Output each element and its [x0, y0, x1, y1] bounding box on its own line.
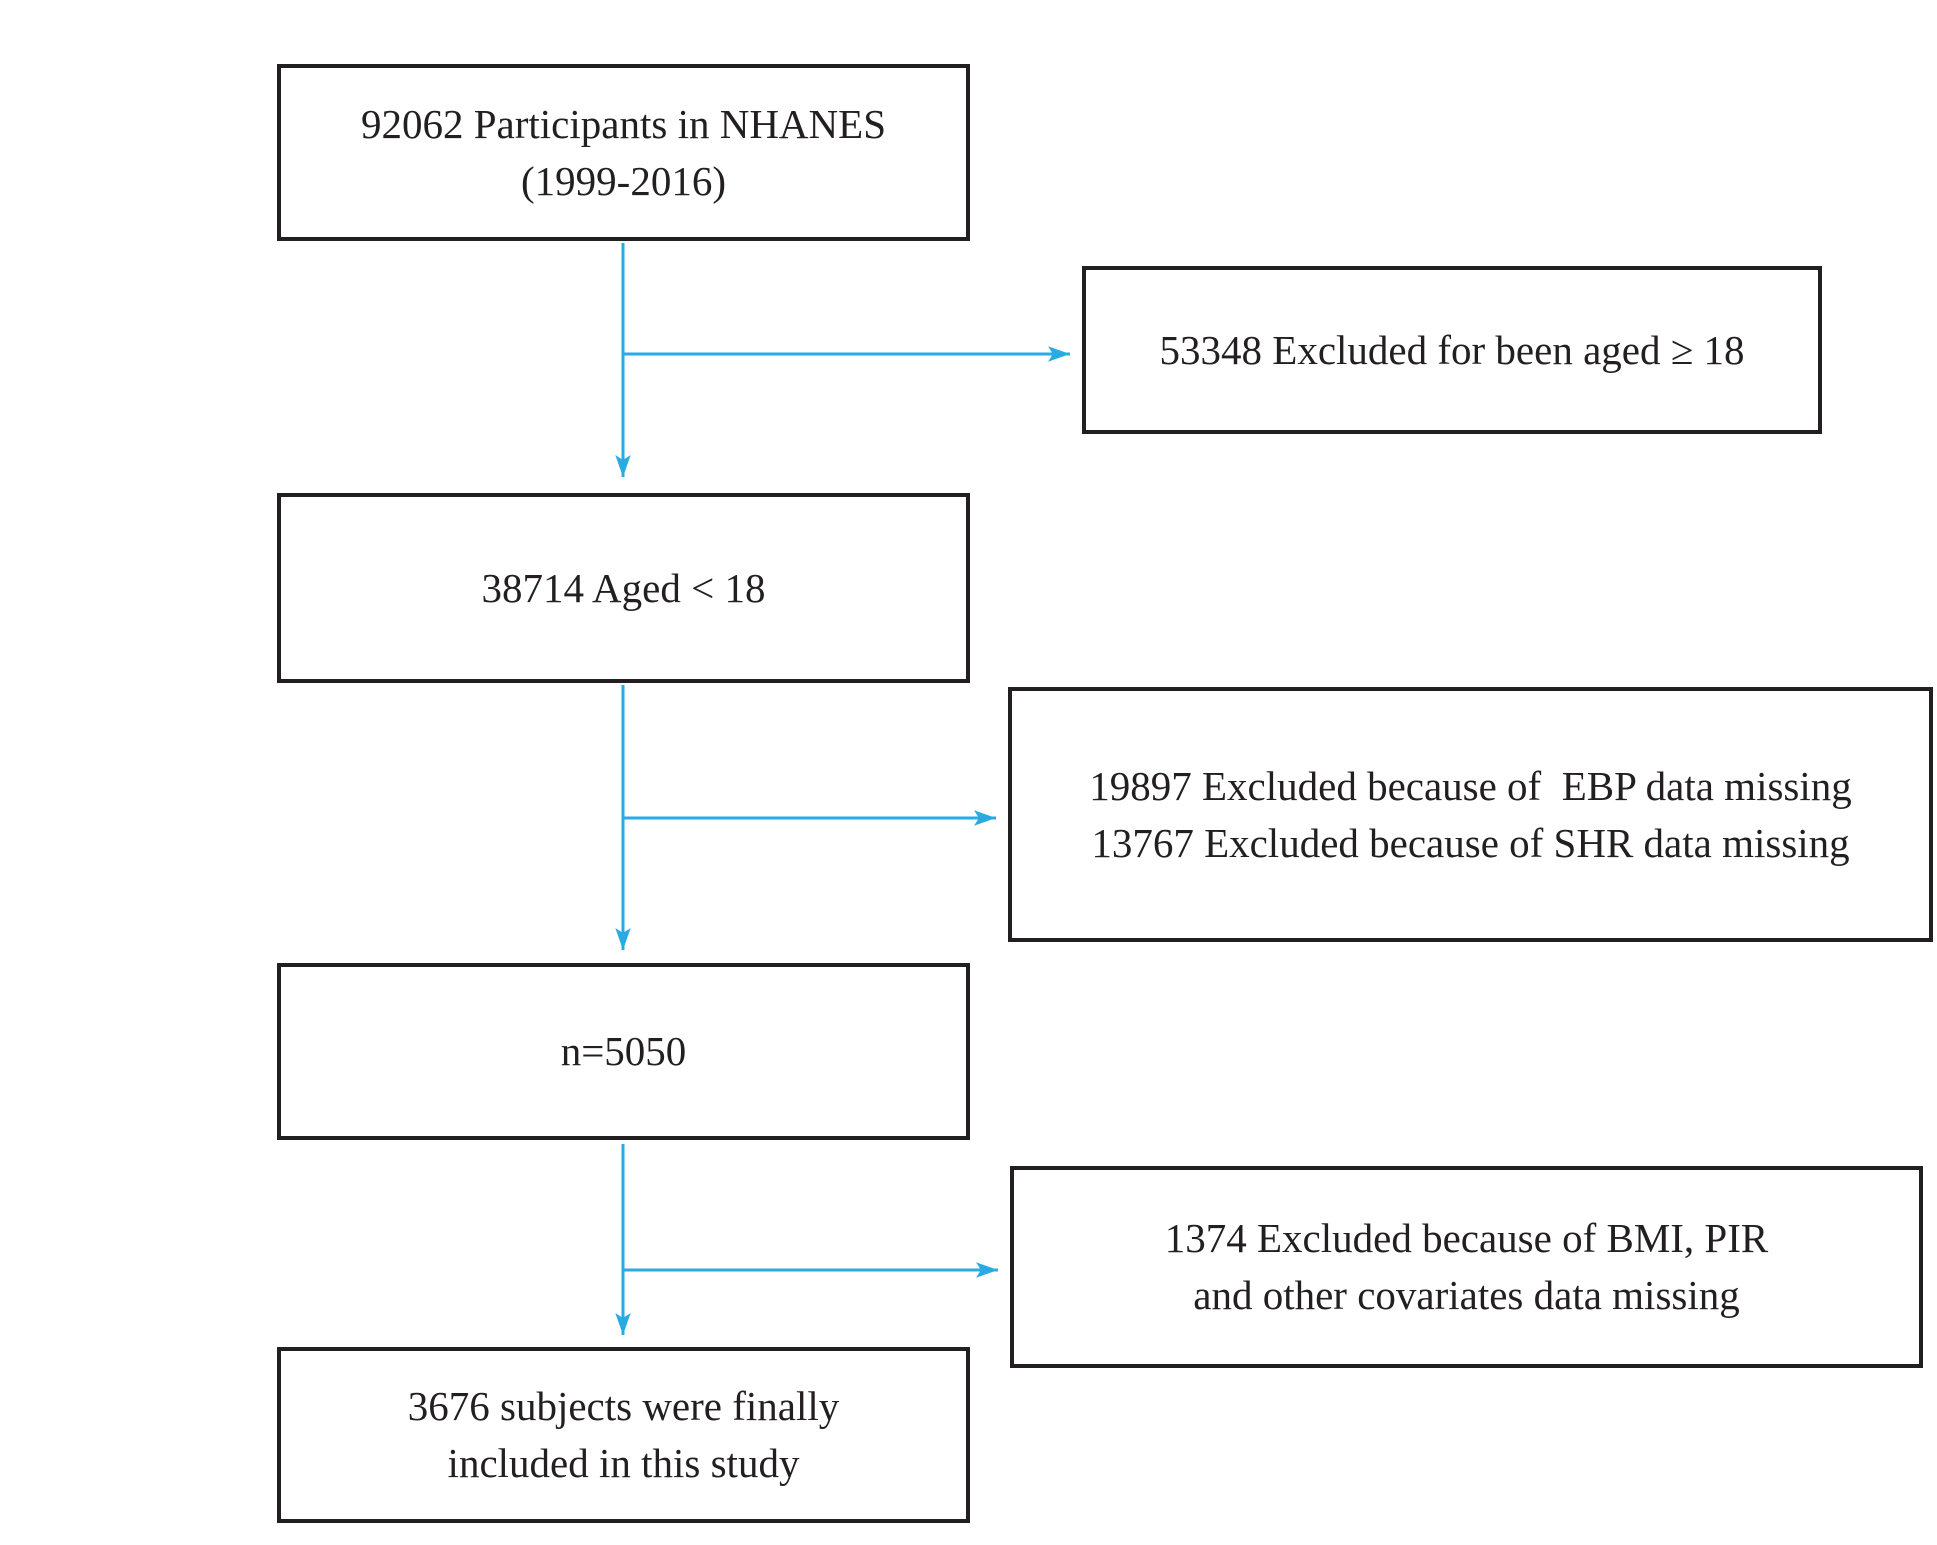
node-text-line: 13767 Excluded because of SHR data missi… — [1091, 819, 1850, 866]
node-text-line: and other covariates data missing — [1193, 1272, 1740, 1318]
node-text-line: 3676 subjects were finally — [407, 1383, 840, 1430]
node-text-line: 38714 Aged < 18 — [481, 564, 766, 611]
node-text-line: 92062 Participants in NHANES — [361, 100, 886, 147]
node-text-line: 53348 Excluded for been aged ≥ 18 — [1159, 326, 1745, 373]
flow-node-excluded-age18: 53348 Excluded for been aged ≥ 18 — [1082, 266, 1822, 434]
node-text-line: (1999-2016) — [521, 157, 726, 204]
flow-node-participants: 92062 Participants in NHANES (1999-2016) — [277, 64, 970, 241]
node-text-line: n=5050 — [560, 1028, 687, 1075]
node-text-line: included in this study — [447, 1440, 800, 1486]
flow-node-excluded-bmi-pir: 1374 Excluded because of BMI, PIR and ot… — [1010, 1166, 1923, 1368]
flow-node-final-included: 3676 subjects were finally included in t… — [277, 1347, 970, 1523]
flow-node-n5050: n=5050 — [277, 963, 970, 1140]
flow-node-excluded-ebp-shr: 19897 Excluded because of EBP data missi… — [1008, 687, 1933, 942]
node-text-line: 1374 Excluded because of BMI, PIR — [1164, 1215, 1769, 1262]
node-text-line: 19897 Excluded because of EBP data missi… — [1089, 762, 1852, 809]
flow-node-aged-under18: 38714 Aged < 18 — [277, 493, 970, 683]
